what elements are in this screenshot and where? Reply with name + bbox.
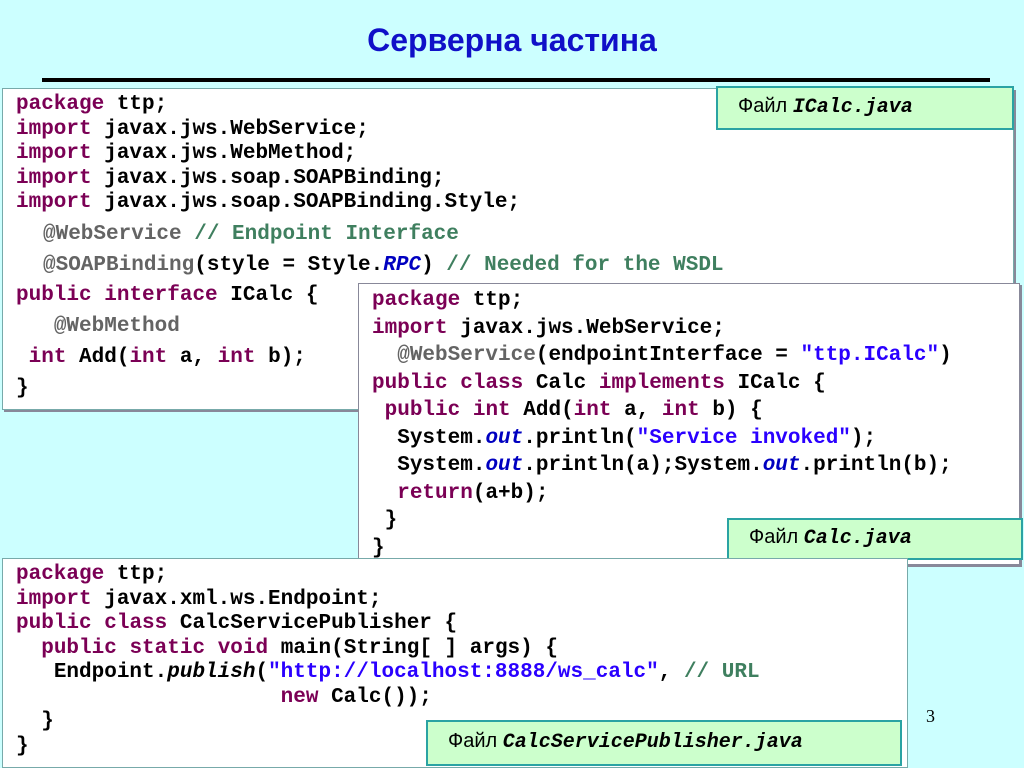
calc-line-package: package ttp; <box>372 289 524 312</box>
icalc-line-import-4: import javax.jws.soap.SOAPBinding.Style; <box>16 191 521 214</box>
calc-line-println-msg: System.out.println("Service invoked"); <box>397 426 877 450</box>
calc-line-class: public class Calc implements ICalc { <box>372 371 826 395</box>
icalc-line-import-2: import javax.jws.WebMethod; <box>16 142 357 165</box>
pub-line-main: public static void main(String[ ] args) … <box>41 636 558 660</box>
calc-line-println-ab: System.out.println(a);System.out.println… <box>397 454 952 477</box>
icalc-line-add: int Add(int a, int b); <box>28 346 306 369</box>
icalc-code: package ttp; import javax.jws.WebService… <box>16 93 520 216</box>
pub-line-package: package ttp; <box>16 563 168 586</box>
calc-line-close-class: } <box>372 536 385 560</box>
icalc-line-interface: public interface ICalc { <box>16 284 319 307</box>
calc-line-add: public int Add(int a, int b) { <box>384 399 763 422</box>
icalc-line-import-3: import javax.jws.soap.SOAPBinding; <box>16 166 445 190</box>
calc-file-label: Файл Calc.java <box>727 518 1023 560</box>
publisher-code: package ttp; import javax.xml.ws.Endpoin… <box>16 563 760 759</box>
icalc-line-import-1: import javax.jws.WebService; <box>16 117 369 141</box>
icalc-annotations: @WebService // Endpoint Interface @SOAPB… <box>43 219 724 281</box>
pub-line-new-calc: new Calc()); <box>280 685 432 709</box>
icalc-line-package: package ttp; <box>16 93 168 116</box>
icalc-line-close: } <box>16 377 29 400</box>
calc-line-webservice: @WebService(endpointInterface = "ttp.ICa… <box>397 344 952 367</box>
publisher-file-label: Файл CalcServicePublisher.java <box>426 720 902 766</box>
pub-line-class: public class CalcServicePublisher { <box>16 612 458 635</box>
pub-line-publish: Endpoint.publish("http://localhost:8888/… <box>53 661 760 684</box>
calc-code: package ttp; import javax.jws.WebService… <box>372 287 952 562</box>
icalc-line-webservice: @WebService // Endpoint Interface <box>43 223 459 246</box>
pub-line-import: import javax.xml.ws.Endpoint; <box>16 587 382 611</box>
page-number: 3 <box>926 706 935 726</box>
icalc-interface: public interface ICalc { @WebMethod int … <box>16 280 318 404</box>
calc-line-close-method: } <box>384 509 398 532</box>
calc-line-import: import javax.jws.WebService; <box>372 316 725 340</box>
pub-line-close-method: } <box>41 710 54 733</box>
slide-title: Серверна частина <box>367 22 657 58</box>
icalc-file-label: Файл ICalc.java <box>716 86 1014 130</box>
icalc-line-webmethod: @WebMethod <box>53 315 180 338</box>
icalc-line-soapbinding: @SOAPBinding(style = Style.RPC) // Neede… <box>43 254 724 277</box>
pub-line-close-class: } <box>16 734 29 758</box>
calc-line-return: return(a+b); <box>397 481 549 505</box>
title-divider <box>42 78 990 82</box>
